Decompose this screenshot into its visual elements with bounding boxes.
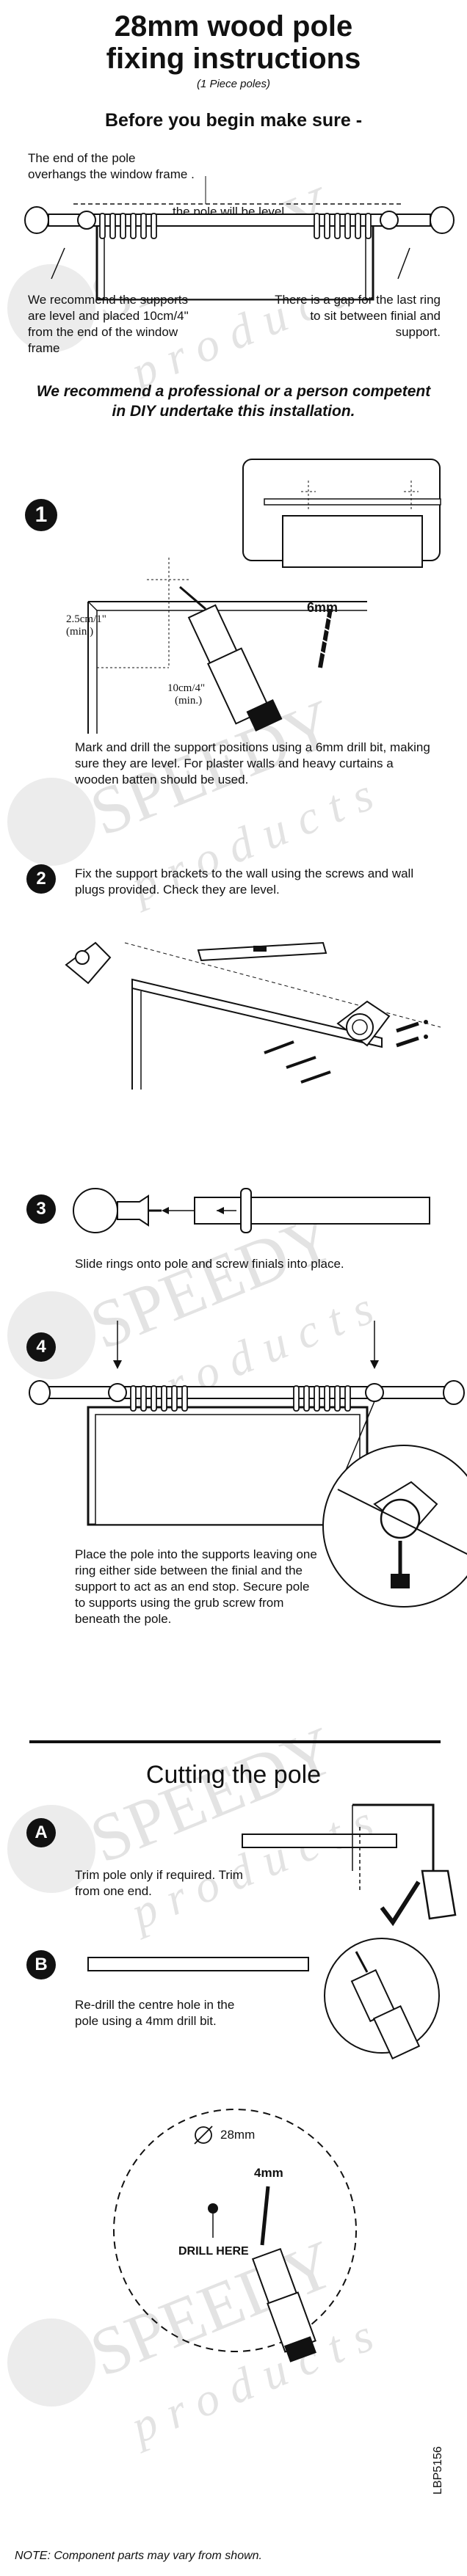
curtain-ring xyxy=(181,1385,188,1412)
cut-step-b-drill-diagram xyxy=(87,1938,440,2059)
step-3-finial-diagram xyxy=(73,1188,430,1233)
curtain-ring xyxy=(130,1385,137,1412)
cut-step-b-text: Re-drill the centre hole in the pole usi… xyxy=(75,1998,235,2028)
cut-step-a-text: Trim pole only if required. Trim from on… xyxy=(75,1868,243,1898)
step-3-text: Slide rings onto pole and screw finials … xyxy=(75,1257,344,1271)
curtain-ring xyxy=(344,1385,351,1412)
note-gap: There is a gap for the last ring to sit … xyxy=(275,293,441,339)
note-overhang: The end of the pole overhangs the window… xyxy=(28,151,195,181)
step-4-number: 4 xyxy=(26,1332,56,1362)
curtain-ring xyxy=(334,1385,341,1412)
section-divider xyxy=(29,1740,441,1743)
step-2-number: 2 xyxy=(26,864,56,894)
title-line-1: 28mm wood pole xyxy=(114,10,353,43)
step-1-side-min-label: (min.) xyxy=(175,695,203,707)
product-code: LBP5156 xyxy=(432,2446,444,2495)
curtain-ring xyxy=(99,213,106,239)
curtain-ring xyxy=(151,213,157,239)
diameter-label: 28mm xyxy=(220,2128,256,2142)
curtain-ring xyxy=(324,213,330,239)
curtain-ring xyxy=(324,1385,330,1412)
drill-here-label: DRILL HERE xyxy=(178,2245,249,2258)
before-heading: Before you begin make sure - xyxy=(104,110,363,131)
step-1-top-min-label: (min.) xyxy=(66,626,94,638)
centre-hole-diagram xyxy=(113,2109,357,2362)
curtain-ring xyxy=(334,213,341,239)
step-1-text: Mark and drill the support positions usi… xyxy=(75,740,430,787)
step-4-text: Place the pole into the supports leaving… xyxy=(75,1547,317,1626)
curtain-ring xyxy=(314,213,320,239)
curtain-ring xyxy=(151,1385,157,1412)
watermark-logo-icon xyxy=(7,778,95,866)
curtain-ring xyxy=(365,213,372,239)
cutting-heading: Cutting the pole xyxy=(145,1761,322,1789)
overview-pole-diagram xyxy=(24,176,455,301)
watermark-logo-icon xyxy=(7,2318,95,2407)
subtitle: (1 Piece poles) xyxy=(196,78,271,90)
cut-step-a-letter: A xyxy=(26,1818,56,1847)
curtain-ring xyxy=(161,1385,167,1412)
step-3-number: 3 xyxy=(26,1194,56,1224)
step-1-drill-size-label: 6mm xyxy=(307,600,339,615)
curtain-ring xyxy=(130,213,137,239)
step-1-inset-diagram xyxy=(242,459,441,568)
cut-step-a-saw-diagram xyxy=(242,1803,457,1927)
curtain-ring xyxy=(140,1385,147,1412)
curtain-ring xyxy=(140,213,147,239)
step-2-bracket-diagram xyxy=(65,941,441,1090)
professional-note: We recommend a professional or a person … xyxy=(36,383,431,420)
note-recommend: We recommend the supports are level and … xyxy=(28,293,189,355)
title-line-2: fixing instructions xyxy=(106,43,361,75)
step-2-text: Fix the support brackets to the wall usi… xyxy=(75,866,414,897)
curtain-ring xyxy=(120,213,126,239)
curtain-ring xyxy=(171,1385,178,1412)
curtain-ring xyxy=(314,1385,320,1412)
curtain-ring xyxy=(109,213,116,239)
curtain-ring xyxy=(303,1385,310,1412)
step-1-side-gap-label: 10cm/4" xyxy=(167,682,206,694)
step-1-top-gap-label: 2.5cm/1" xyxy=(66,613,106,625)
step-1-drill-diagram xyxy=(87,558,367,734)
curtain-ring xyxy=(344,213,351,239)
drill-size-label: 4mm xyxy=(254,2166,283,2180)
footer-note: NOTE: Component parts may vary from show… xyxy=(15,2550,262,2562)
curtain-ring xyxy=(293,1385,300,1412)
cut-step-b-letter: B xyxy=(26,1950,56,1980)
step-4-pole-diagram xyxy=(29,1321,467,1608)
step-1-number: 1 xyxy=(25,499,57,531)
curtain-ring xyxy=(355,213,361,239)
